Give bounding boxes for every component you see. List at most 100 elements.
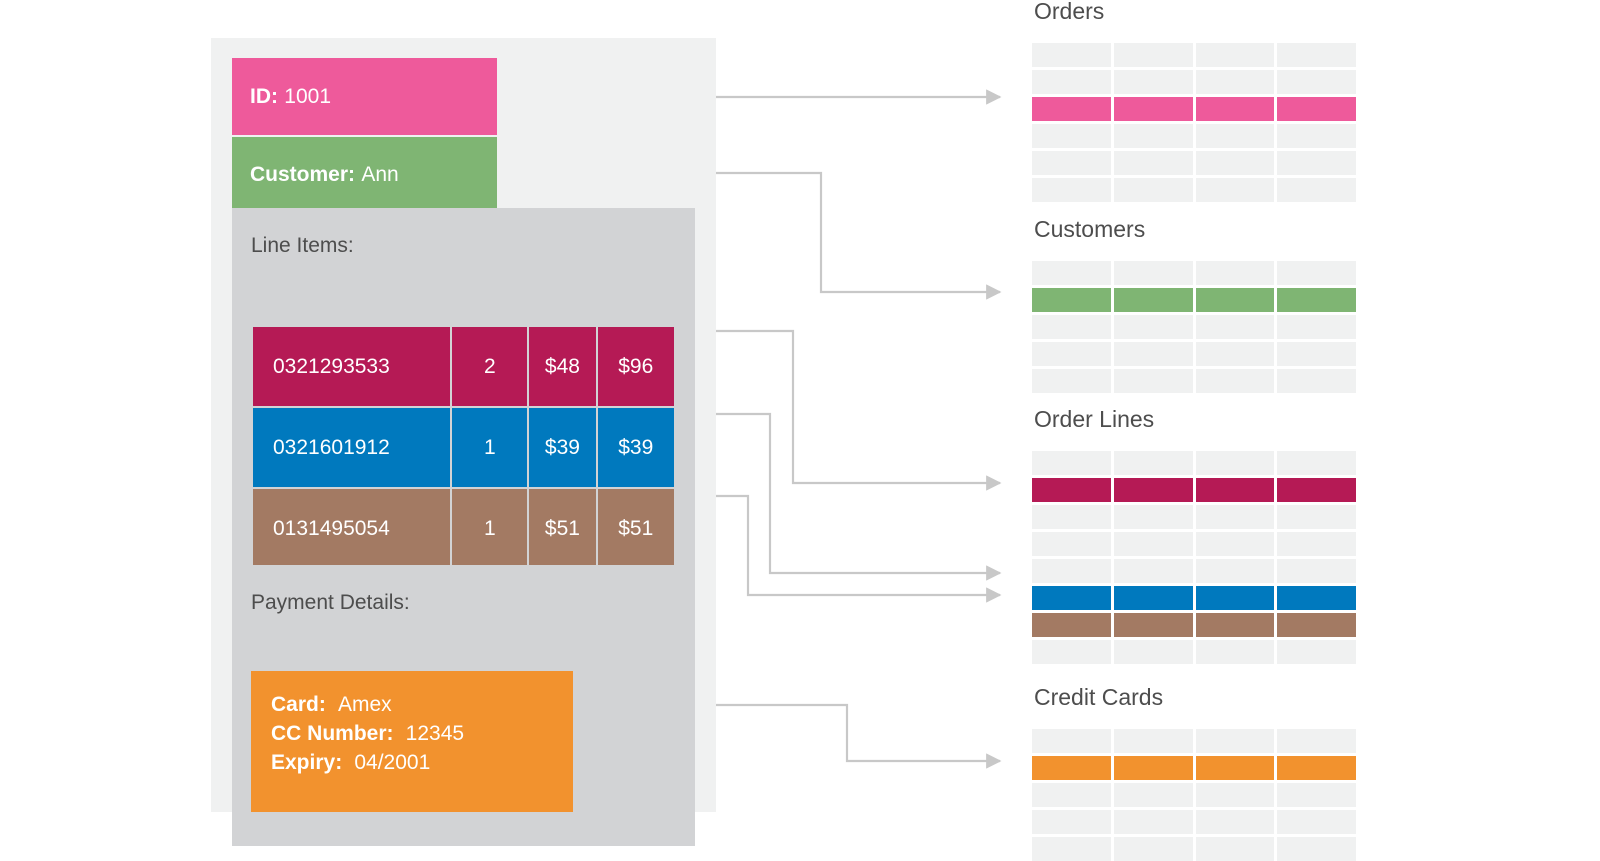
table-cell xyxy=(1195,640,1275,664)
payment-expiry-line: Expiry: 04/2001 xyxy=(271,749,573,778)
payment-ccnumber-line: CC Number: 12345 xyxy=(271,720,573,749)
table-cell xyxy=(1195,70,1275,94)
table-grid-customers xyxy=(1032,261,1356,393)
table-cell xyxy=(1195,342,1275,366)
table-cell xyxy=(1113,559,1193,583)
table-cell xyxy=(1195,288,1275,312)
table-group-order-lines: Order Lines xyxy=(1032,408,1356,664)
table-grid-order-lines xyxy=(1032,451,1356,664)
table-cell xyxy=(1113,151,1193,175)
table-cell xyxy=(1032,505,1111,529)
table-row[interactable] xyxy=(1032,369,1356,393)
table-cell xyxy=(1032,532,1111,556)
table-row[interactable] xyxy=(1032,729,1356,753)
line-item-row: 0321601912 1 $39 $39 xyxy=(253,408,674,487)
table-title-order-lines: Order Lines xyxy=(1034,406,1155,432)
table-cell xyxy=(1113,837,1193,861)
field-order-id: ID: 1001 xyxy=(232,58,497,135)
table-cell xyxy=(1113,783,1193,807)
payment-card-label: Card: xyxy=(271,693,326,716)
table-row[interactable] xyxy=(1032,837,1356,861)
table-row-highlighted[interactable] xyxy=(1032,586,1356,610)
table-row[interactable] xyxy=(1032,810,1356,834)
table-cell xyxy=(1195,261,1275,285)
table-cell xyxy=(1032,342,1111,366)
table-row-highlighted[interactable] xyxy=(1032,756,1356,780)
line-item-sku: 0321601912 xyxy=(253,408,451,487)
table-row[interactable] xyxy=(1032,783,1356,807)
table-cell xyxy=(1277,451,1356,475)
table-cell xyxy=(1277,640,1356,664)
table-cell xyxy=(1032,586,1111,610)
table-cell xyxy=(1277,342,1356,366)
table-row[interactable] xyxy=(1032,178,1356,202)
table-grid-credit-cards xyxy=(1032,729,1356,861)
table-cell xyxy=(1032,810,1111,834)
table-cell xyxy=(1032,613,1111,637)
table-cell xyxy=(1195,837,1275,861)
table-row[interactable] xyxy=(1032,43,1356,67)
line-item-price: $39 xyxy=(529,408,596,487)
table-row[interactable] xyxy=(1032,70,1356,94)
table-cell xyxy=(1277,837,1356,861)
table-row[interactable] xyxy=(1032,342,1356,366)
connector-payment-to-creditcards xyxy=(700,703,1002,769)
table-cell xyxy=(1032,478,1111,502)
field-customer-value: Ann xyxy=(361,162,399,186)
table-cell xyxy=(1277,369,1356,393)
table-cell xyxy=(1032,261,1111,285)
table-cell xyxy=(1032,151,1111,175)
table-row-highlighted[interactable] xyxy=(1032,288,1356,312)
table-cell xyxy=(1277,178,1356,202)
table-row[interactable] xyxy=(1032,451,1356,475)
table-cell xyxy=(1113,451,1193,475)
table-row[interactable] xyxy=(1032,315,1356,339)
table-cell xyxy=(1195,532,1275,556)
table-row[interactable] xyxy=(1032,532,1356,556)
table-cell xyxy=(1032,640,1111,664)
payment-details-title: Payment Details: xyxy=(251,591,410,614)
table-cell xyxy=(1277,505,1356,529)
table-row[interactable] xyxy=(1032,505,1356,529)
table-cell xyxy=(1277,729,1356,753)
table-row-highlighted[interactable] xyxy=(1032,478,1356,502)
table-row[interactable] xyxy=(1032,124,1356,148)
table-cell xyxy=(1277,613,1356,637)
connector-lineitem3-to-orderlines xyxy=(700,494,1002,603)
order-document-card: ID: 1001 Customer: Ann Line Items: 03212… xyxy=(211,38,716,846)
table-cell xyxy=(1113,478,1193,502)
table-cell xyxy=(1032,97,1111,121)
table-cell xyxy=(1113,97,1193,121)
connector-lineitem2-to-orderlines xyxy=(700,412,1002,581)
line-items-table: 0321293533 2 $48 $96 0321601912 1 $39 $3… xyxy=(251,325,676,570)
table-row-highlighted[interactable] xyxy=(1032,97,1356,121)
line-item-sku: 0321293533 xyxy=(253,327,451,406)
table-row-highlighted[interactable] xyxy=(1032,613,1356,637)
table-cell xyxy=(1032,837,1111,861)
table-cell xyxy=(1195,151,1275,175)
table-cell xyxy=(1113,342,1193,366)
table-cell xyxy=(1113,261,1193,285)
table-cell xyxy=(1195,451,1275,475)
table-cell xyxy=(1195,783,1275,807)
line-item-row: 0131495054 1 $51 $51 xyxy=(253,489,674,568)
table-row[interactable] xyxy=(1032,559,1356,583)
table-cell xyxy=(1032,124,1111,148)
line-items-panel: Line Items: 0321293533 2 $48 $96 0321601… xyxy=(232,208,695,593)
table-cell xyxy=(1113,43,1193,67)
line-item-qty: 1 xyxy=(452,408,528,487)
table-cell xyxy=(1113,369,1193,393)
table-cell xyxy=(1113,640,1193,664)
table-cell xyxy=(1032,369,1111,393)
table-row[interactable] xyxy=(1032,151,1356,175)
table-cell xyxy=(1277,70,1356,94)
table-cell xyxy=(1032,451,1111,475)
payment-card-value: Amex xyxy=(337,693,392,716)
table-row[interactable] xyxy=(1032,261,1356,285)
table-row[interactable] xyxy=(1032,640,1356,664)
table-cell xyxy=(1113,729,1193,753)
field-order-id-value: 1001 xyxy=(284,84,332,108)
table-cell xyxy=(1113,178,1193,202)
line-item-total: $96 xyxy=(597,327,674,406)
table-cell xyxy=(1195,729,1275,753)
